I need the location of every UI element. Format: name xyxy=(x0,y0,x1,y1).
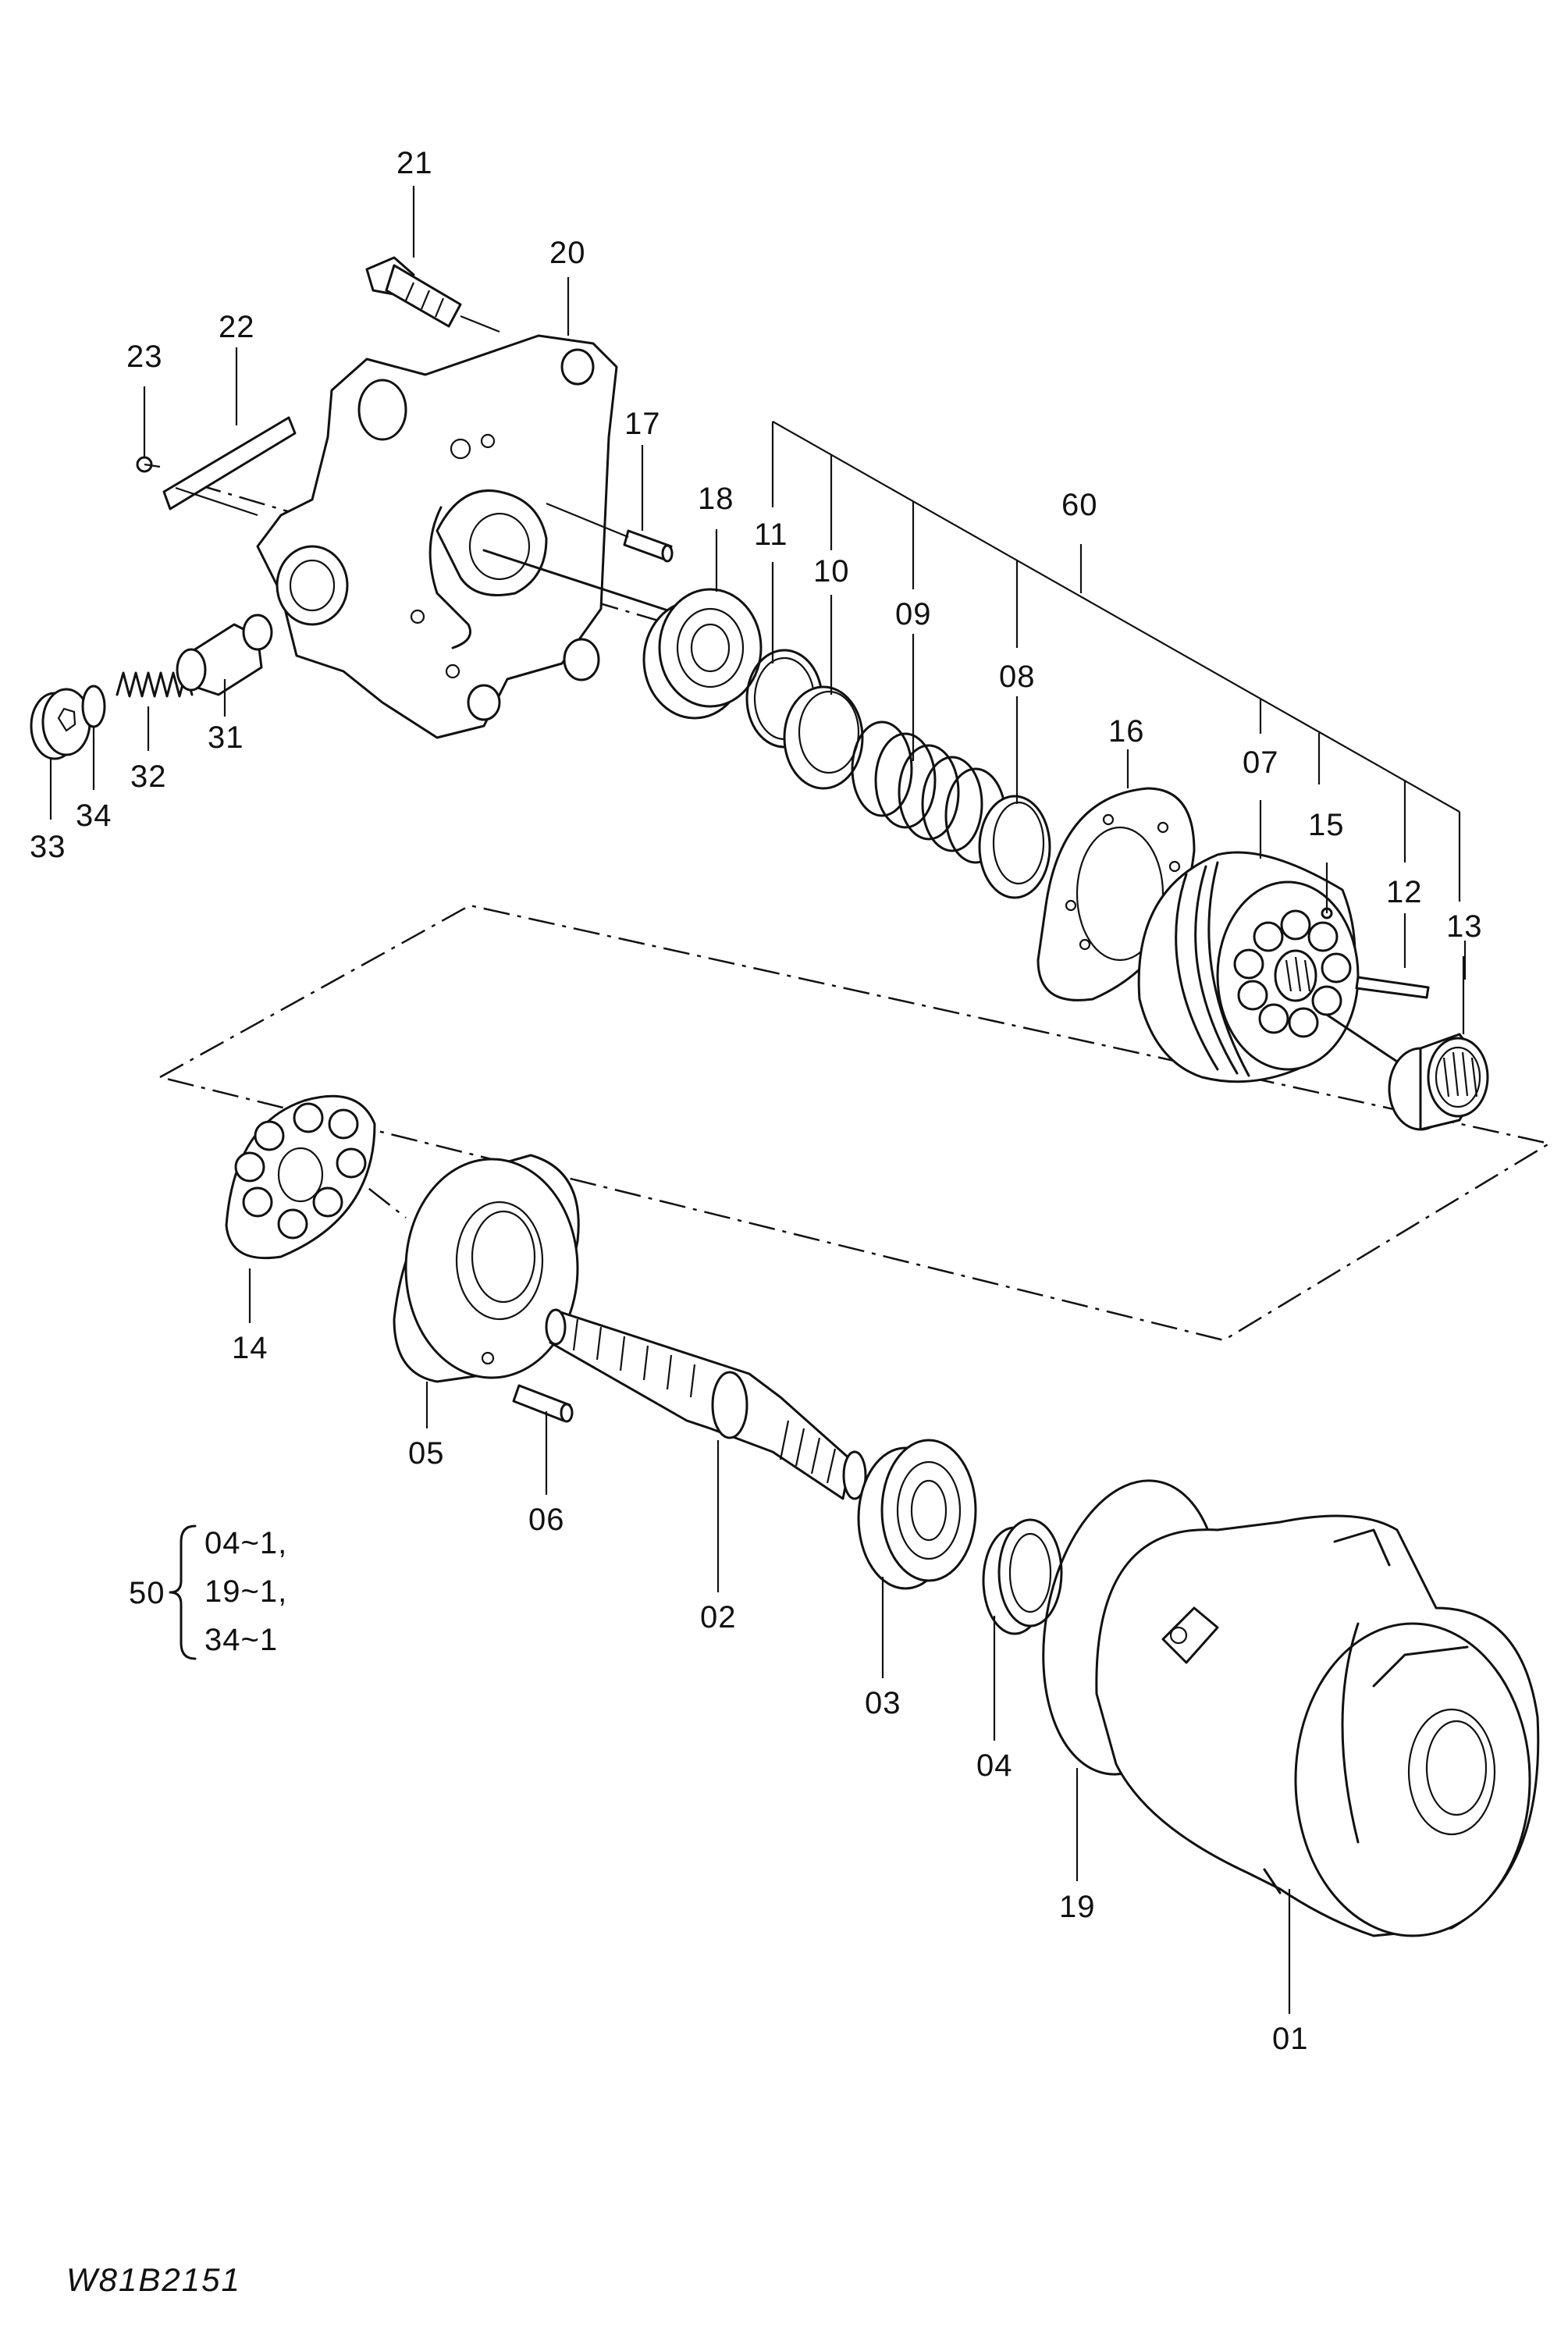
callout-06: 06 xyxy=(528,1503,565,1537)
callout-17: 17 xyxy=(624,407,661,441)
needle-bearing-part-13 xyxy=(1388,1033,1489,1131)
callout-10: 10 xyxy=(813,554,850,589)
plug-part-33 xyxy=(30,688,91,760)
oil-seal-part-04 xyxy=(982,1518,1063,1635)
kit-50-brace xyxy=(169,1524,197,1660)
pin-part-12 xyxy=(1355,976,1430,999)
pin-part-06 xyxy=(512,1384,574,1423)
bearing-part-03 xyxy=(857,1439,977,1590)
poppet-part-31 xyxy=(176,614,273,696)
valve-cover-part-20 xyxy=(256,334,688,739)
kit-line-3: 34~1 xyxy=(204,1623,278,1657)
housing-part-01 xyxy=(1095,1514,1540,1937)
callout-14: 14 xyxy=(232,1331,268,1365)
callout-16: 16 xyxy=(1108,714,1145,749)
spring-part-32 xyxy=(116,671,194,698)
kit-60-bracket xyxy=(771,421,1461,968)
callout-labels: 21 20 22 23 17 18 11 10 09 60 08 16 07 1… xyxy=(30,146,1483,2056)
callout-13: 13 xyxy=(1446,909,1483,944)
callout-19: 19 xyxy=(1059,1890,1096,1924)
ring-part-08 xyxy=(978,795,1051,899)
callout-12: 12 xyxy=(1386,875,1423,909)
name-plate-part-22 xyxy=(162,416,297,517)
cylinder-block-part-07 xyxy=(1137,851,1399,1083)
swash-plate-part-05 xyxy=(393,1154,580,1383)
drawing-code: W81B2151 xyxy=(66,2261,241,2298)
bearing-part-18 xyxy=(642,588,763,720)
callout-60: 60 xyxy=(1061,488,1098,522)
callout-08: 08 xyxy=(999,660,1036,694)
callout-11: 11 xyxy=(754,518,788,552)
callout-20: 20 xyxy=(549,236,586,270)
kit-number: 50 xyxy=(129,1576,165,1610)
kit-line-2: 19~1, xyxy=(204,1574,287,1609)
callout-33: 33 xyxy=(30,830,66,864)
leader-lines xyxy=(49,186,1467,2014)
callout-01: 01 xyxy=(1272,2022,1309,2056)
pin-part-17 xyxy=(546,502,674,563)
callout-23: 23 xyxy=(126,340,163,374)
kit-line-1: 04~1, xyxy=(204,1526,287,1560)
cap-screw-part-21 xyxy=(365,256,500,333)
collar-part-10 xyxy=(783,685,864,790)
o-ring-part-34 xyxy=(81,685,106,728)
kit-50-legend: 50 04~1, 19~1, 34~1 xyxy=(129,1526,287,1657)
callout-34: 34 xyxy=(76,799,112,833)
callout-03: 03 xyxy=(865,1686,901,1720)
callout-02: 02 xyxy=(700,1600,737,1635)
callout-22: 22 xyxy=(219,310,255,344)
shoe-plate-part-14 xyxy=(225,1094,376,1260)
callout-21: 21 xyxy=(396,146,433,180)
callout-07: 07 xyxy=(1243,745,1279,780)
rivet-screw-part-23 xyxy=(136,456,161,473)
callout-04: 04 xyxy=(976,1748,1013,1783)
callout-05: 05 xyxy=(408,1436,445,1471)
shaft-part-02 xyxy=(545,1308,867,1500)
callout-18: 18 xyxy=(698,482,734,516)
callout-09: 09 xyxy=(895,597,932,631)
assembly-outline xyxy=(159,904,1552,1342)
callout-32: 32 xyxy=(130,759,167,794)
callout-15: 15 xyxy=(1308,808,1345,842)
callout-31: 31 xyxy=(208,720,244,755)
